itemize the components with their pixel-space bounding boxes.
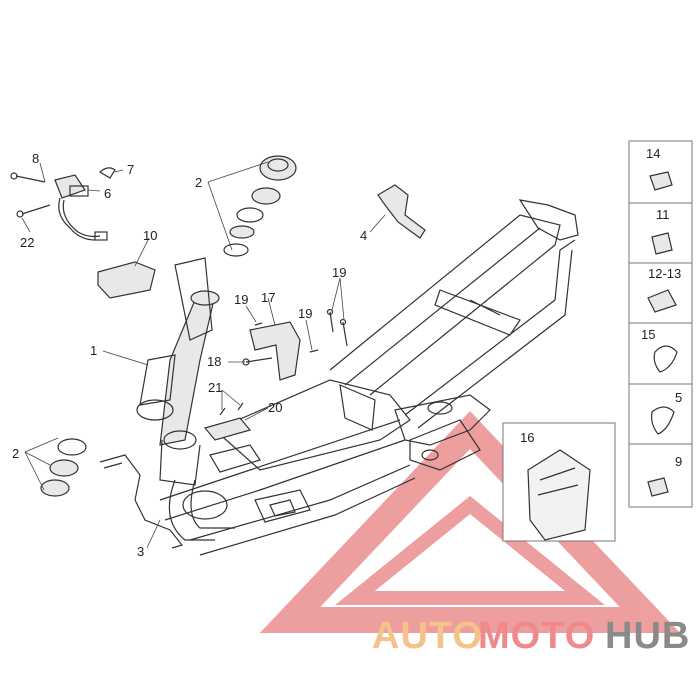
callout-21: 21 — [208, 380, 222, 395]
callout-19-left: 19 — [234, 292, 248, 307]
callout-7: 7 — [127, 162, 134, 177]
panel-label-9: 9 — [675, 454, 682, 469]
plate-20 — [203, 417, 252, 441]
callout-1: 1 — [90, 343, 97, 358]
bracket-4 — [377, 184, 426, 239]
panel-label-12-13: 12-13 — [648, 266, 681, 281]
bracket-10 — [97, 261, 156, 299]
panel-label-14: 14 — [646, 146, 660, 161]
callout-6: 6 — [104, 186, 111, 201]
callout-22: 22 — [20, 235, 34, 250]
panel-label-11: 11 — [656, 207, 670, 222]
ignition-switch-assembly — [10, 167, 116, 241]
callout-17: 17 — [261, 290, 275, 305]
panel-label-5: 5 — [675, 390, 682, 405]
watermark-moto: MOTO — [478, 615, 595, 657]
callout-2-lower: 2 — [12, 446, 19, 461]
leader-lines — [21, 161, 541, 549]
clip-9-icon — [647, 477, 669, 497]
callout-4: 4 — [360, 228, 367, 243]
callout-16: 16 — [520, 430, 534, 445]
clip-12-13-icon — [647, 289, 677, 313]
side-panel: 14 11 12-13 15 5 9 — [628, 140, 693, 508]
watermark-text: AUTO MOTO HUB — [372, 615, 690, 657]
clip-14-icon — [649, 171, 673, 191]
bearing-set-lower — [40, 438, 87, 497]
callout-19-mid: 19 — [298, 306, 312, 321]
stand-3 — [99, 454, 184, 549]
callout-labels: 8 7 6 22 10 2 4 19 17 19 19 18 21 20 1 2… — [12, 151, 367, 559]
callout-20: 20 — [268, 400, 282, 415]
panel-label-15: 15 — [641, 327, 655, 342]
callout-8: 8 — [32, 151, 39, 166]
callout-19-right: 19 — [332, 265, 346, 280]
clip-15-icon — [653, 345, 678, 373]
callout-10: 10 — [143, 228, 157, 243]
clip-11-icon — [651, 232, 673, 255]
scooter-frame — [136, 199, 579, 556]
watermark-auto: AUTO — [372, 615, 483, 657]
callout-2-upper: 2 — [195, 175, 202, 190]
callout-18: 18 — [207, 354, 221, 369]
callout-3: 3 — [137, 544, 144, 559]
watermark-hub: HUB — [605, 615, 690, 657]
bearing-set-upper — [223, 155, 297, 257]
bracket-17 — [249, 321, 301, 381]
clip-5-icon — [651, 406, 675, 435]
part-16-box: 16 — [502, 422, 616, 542]
